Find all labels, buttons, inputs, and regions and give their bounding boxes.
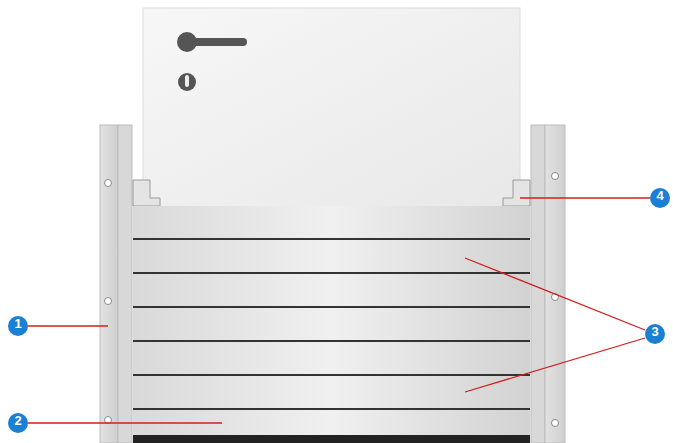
clamp-bracket xyxy=(133,180,530,206)
door-handle xyxy=(177,32,247,91)
leader-line xyxy=(28,198,650,423)
barrier-planks xyxy=(133,206,530,443)
callout-number: 1 xyxy=(8,316,28,336)
callout-number: 3 xyxy=(645,324,665,344)
door-panel xyxy=(143,8,520,208)
callout-number: 4 xyxy=(650,188,670,208)
callout-circle xyxy=(8,188,670,433)
side-rail xyxy=(100,125,565,443)
callout-number: 2 xyxy=(8,413,28,433)
